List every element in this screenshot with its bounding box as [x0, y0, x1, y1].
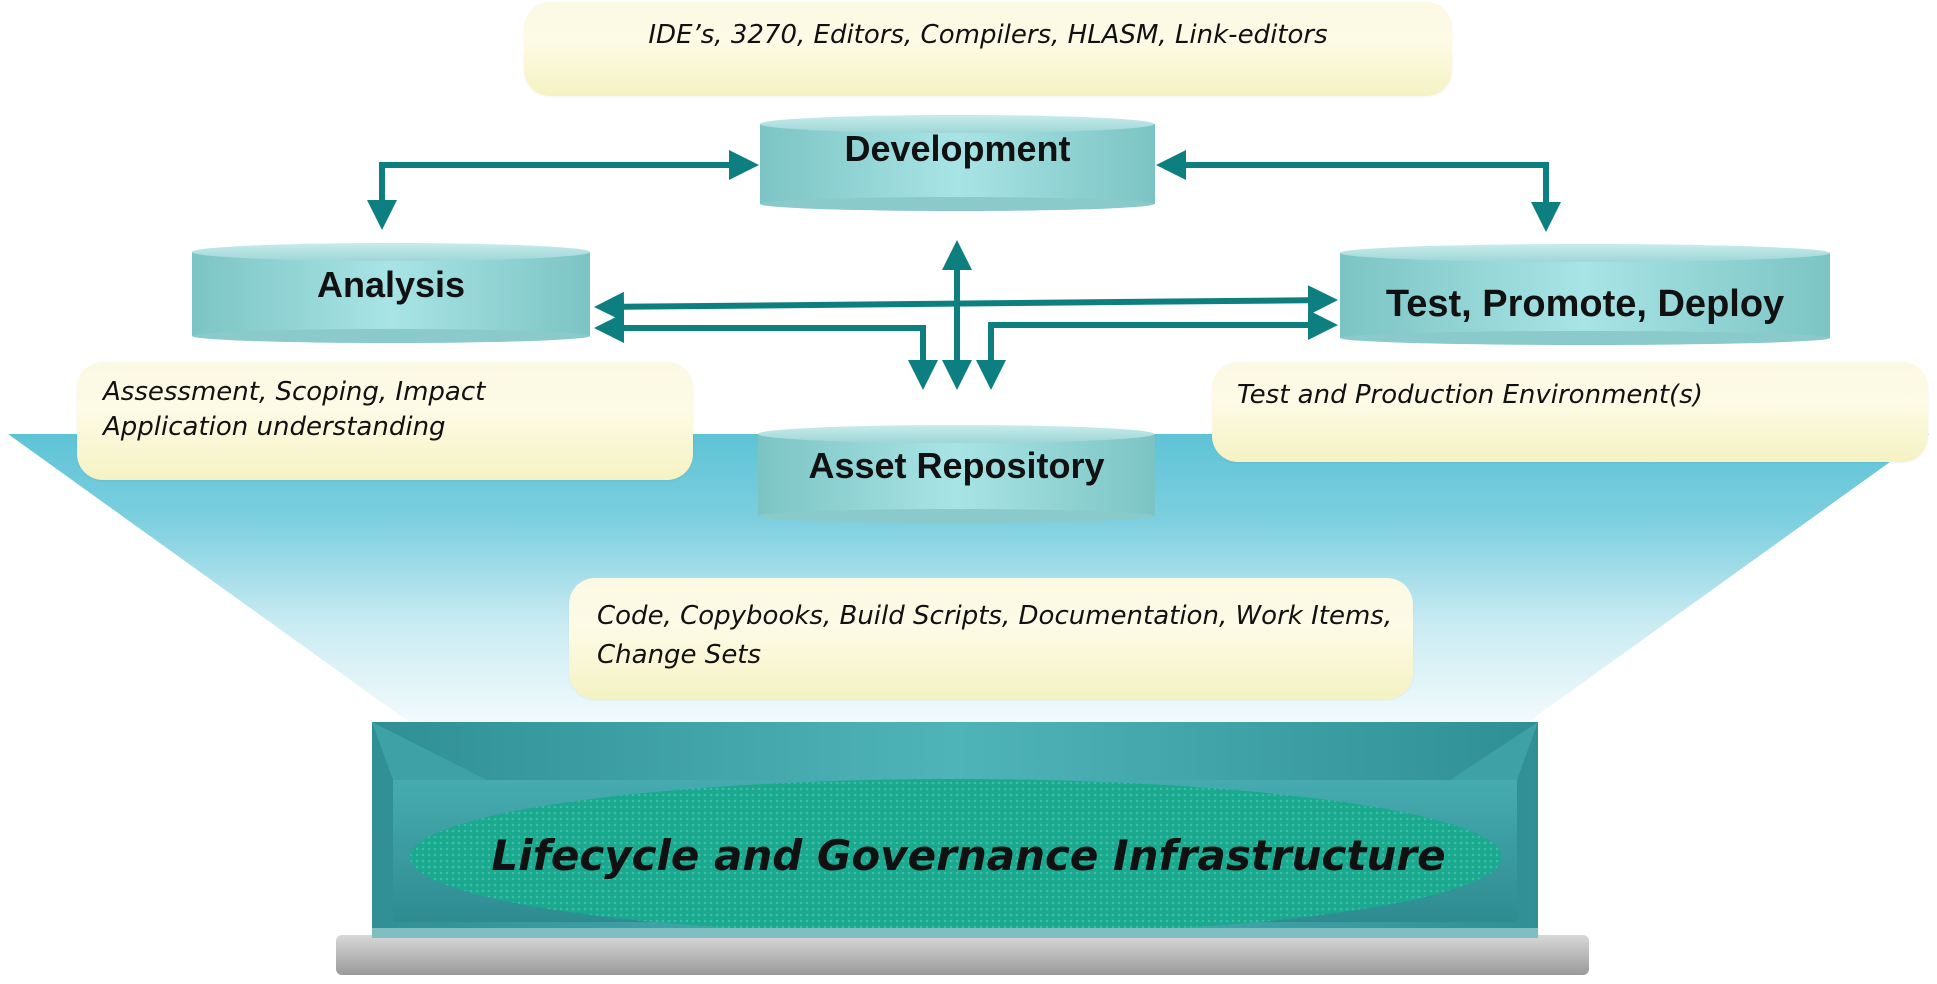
- platform-label: Lifecycle and Governance Infrastructure: [491, 831, 1446, 880]
- note-environments-text: Test and Production Environment(s): [1237, 380, 1703, 410]
- node-asset-repository-label: Asset Repository: [808, 445, 1105, 486]
- analysis-disk: [192, 243, 590, 343]
- arrow-development-analysis: [367, 150, 759, 230]
- asset-repository-disk: [758, 425, 1155, 523]
- platform: [336, 722, 1589, 975]
- arrow-analysis-repository: [594, 313, 938, 390]
- note-development-tools: [524, 2, 1452, 96]
- platform-base: [336, 935, 1589, 975]
- development-disk: [760, 115, 1155, 211]
- test-promote-deploy-disk: [1340, 244, 1830, 345]
- note-development-tools-text: IDE’s, 3270, Editors, Compilers, HLASM, …: [648, 20, 1328, 50]
- arrow-test-repository: [976, 310, 1338, 390]
- node-development-label: Development: [844, 128, 1071, 169]
- node-test-promote-deploy-label: Test, Promote, Deploy: [1385, 283, 1785, 325]
- note-analysis-line2: Application understanding: [103, 412, 446, 442]
- note-repository-line2: Change Sets: [597, 640, 762, 670]
- note-repository-contents: [569, 578, 1413, 699]
- platform-oval: [410, 779, 1502, 935]
- note-repository-line1: Code, Copybooks, Build Scripts, Document…: [597, 601, 1393, 631]
- arrow-development-test: [1156, 150, 1561, 232]
- note-analysis-line1: Assessment, Scoping, Impact: [103, 377, 486, 407]
- note-analysis: [77, 362, 693, 480]
- node-analysis-label: Analysis: [316, 264, 466, 305]
- arrow-analysis-test: [594, 285, 1338, 322]
- note-environments: [1212, 362, 1928, 462]
